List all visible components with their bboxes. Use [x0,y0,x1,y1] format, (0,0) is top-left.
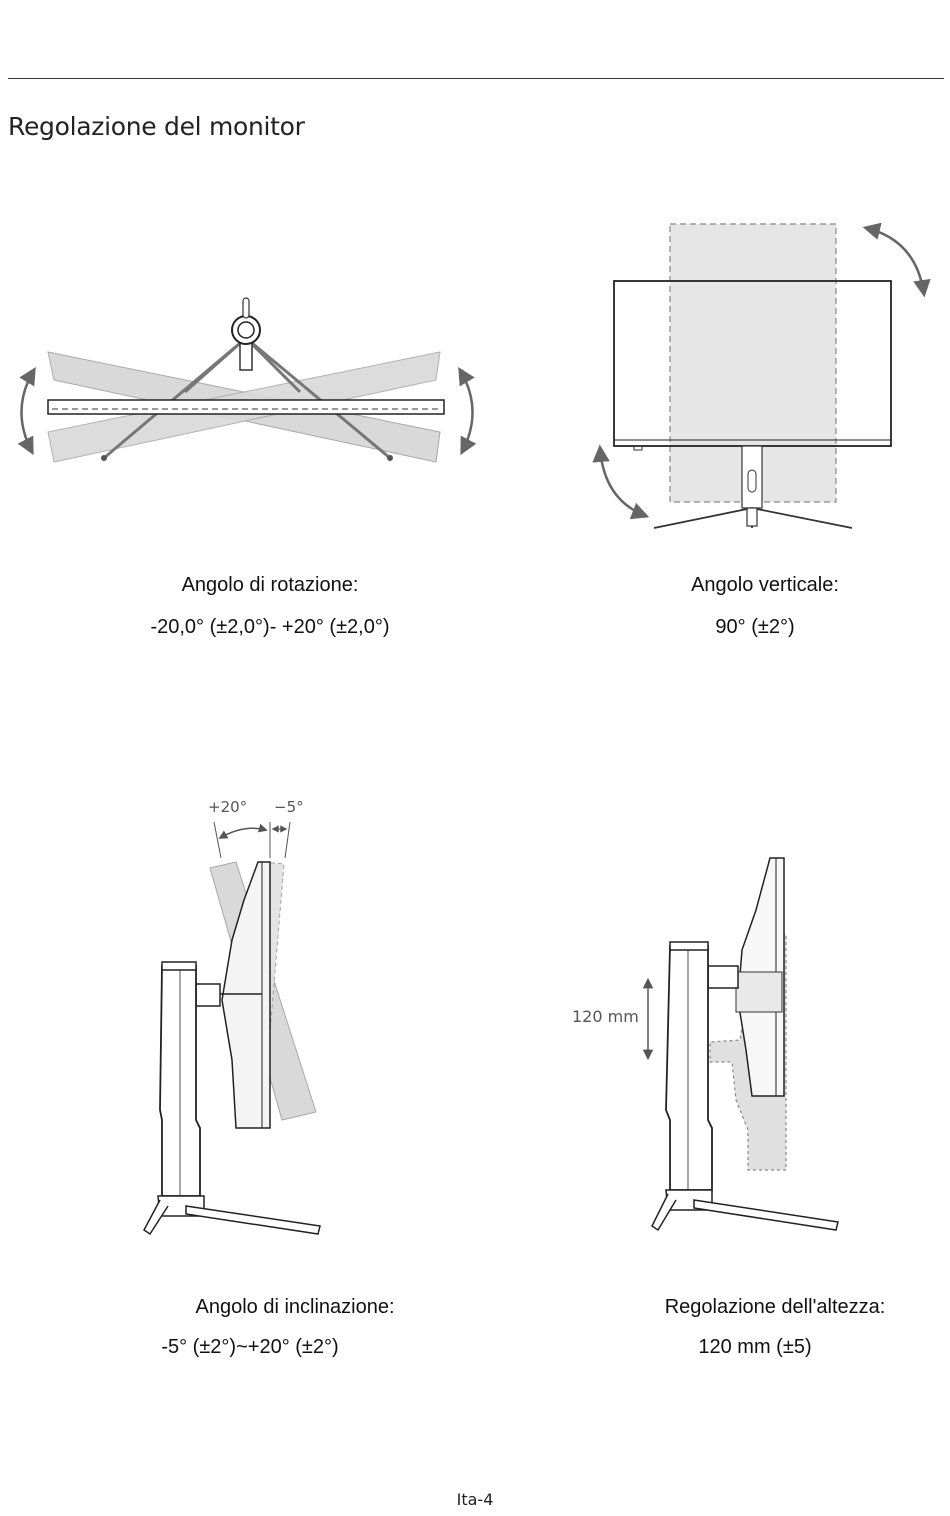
pivot-illustration [580,210,950,550]
tilt-hinge [196,984,220,1006]
height-stand-column [666,946,712,1190]
height-caption-label: Regolazione dell'altezza: [640,1296,910,1319]
tilt-minus-label: −5° [274,798,304,816]
pivot-arrow-top-icon [866,228,924,294]
swivel-arrow-left-icon [21,370,34,452]
pivot-arrow-bottom-icon [600,448,646,516]
tilt-caption-value: -5° (±2°)~+20° (±2°) [125,1336,375,1359]
swivel-caption-label: Angolo di rotazione: [130,574,410,597]
swivel-caption-value: -20,0° (±2,0°)- +20° (±2,0°) [110,616,430,639]
height-dimension-label: 120 mm [572,1007,639,1026]
swivel-arrow-right-icon [460,370,473,452]
swivel-monitor [48,400,444,414]
page-number: Ita-4 [0,1490,950,1509]
swivel-illustration [0,290,490,480]
tilt-plus-label: +20° [208,798,247,816]
tilt-illustration: +20° −5° [130,790,340,1240]
height-illustration: 120 mm [560,850,850,1240]
height-hinge [708,966,738,988]
header-rule [8,78,944,79]
pivot-caption-value: 90° (±2°) [680,616,830,639]
pivot-caption-label: Angolo verticale: [640,574,890,597]
page-title: Regolazione del monitor [8,112,305,141]
tilt-caption-label: Angolo di inclinazione: [160,1296,430,1319]
height-caption-value: 120 mm (±5) [680,1336,830,1359]
tilt-plus-arrow-icon [220,828,266,838]
